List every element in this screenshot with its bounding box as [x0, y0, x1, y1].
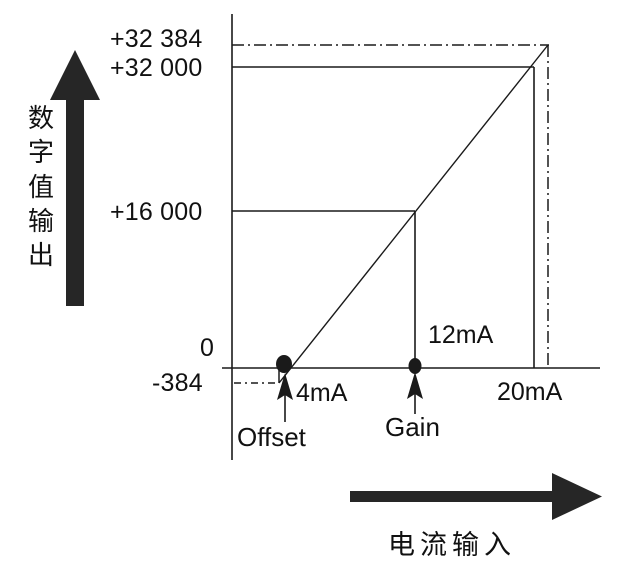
y-label-32384: +32 384	[110, 25, 203, 53]
x-label-4mA: 4mA	[296, 379, 348, 407]
y-label-16000: +16 000	[110, 198, 203, 226]
x-axis-title: 电流输入	[388, 530, 516, 561]
vertical-axis-arrow-icon	[50, 50, 100, 306]
y-label-minus384: -384	[152, 369, 203, 397]
y-axis-title-char-4: 出	[27, 241, 54, 272]
y-axis-title-char-2: 值	[27, 172, 54, 203]
x-label-12mA: 12mA	[428, 321, 494, 349]
horizontal-axis-arrow-icon	[350, 473, 602, 520]
y-label-zero: 0	[200, 334, 215, 362]
y-axis-title-char-1: 字	[27, 138, 54, 169]
offset-callout-arrow-icon	[277, 373, 293, 422]
offset-annotation-label: Offset	[237, 422, 306, 452]
y-label-32000: +32 000	[110, 54, 203, 82]
gain-point-marker	[408, 358, 422, 374]
y-axis-title-char-0: 数	[27, 104, 54, 134]
offset-point-marker	[276, 355, 292, 373]
gain-annotation-label: Gain	[385, 412, 440, 442]
transfer-characteristic-line	[278, 44, 549, 384]
x-label-20mA: 20mA	[497, 378, 563, 406]
y-axis-title-vertical: 数 字 值 输 出	[24, 102, 58, 274]
y-axis-title-char-3: 输	[27, 206, 54, 237]
gain-callout-arrow-icon	[407, 372, 423, 414]
